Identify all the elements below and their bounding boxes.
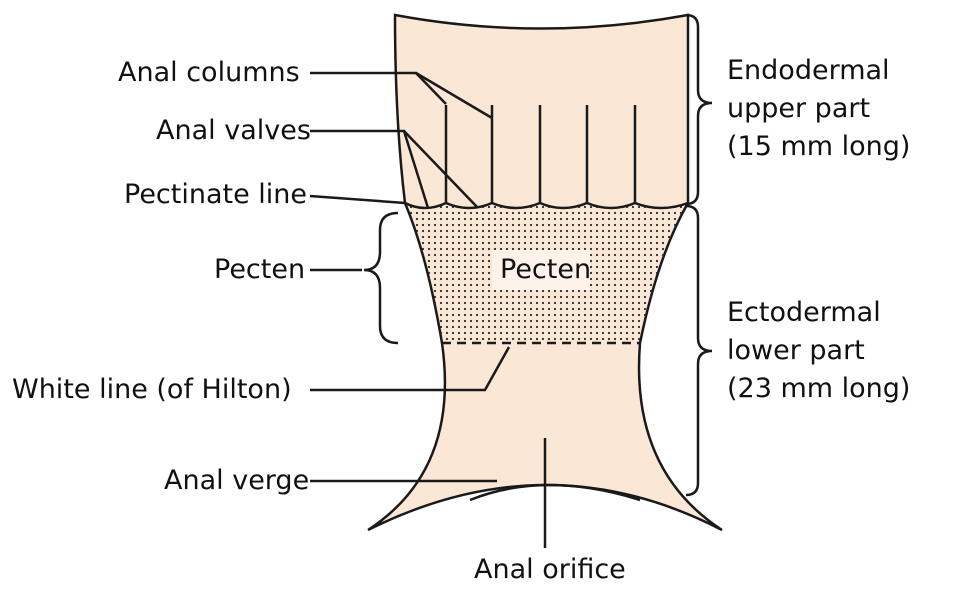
- anal-columns-label: Anal columns: [118, 57, 300, 88]
- upper-part-label: Endodermal upper part (15 mm long): [727, 52, 910, 166]
- anal-verge-curve: [469, 483, 641, 502]
- anal-columns: [444, 105, 637, 203]
- anal-valves-label: Anal valves: [156, 115, 311, 146]
- leader-white-line: [310, 346, 511, 392]
- leader-anal-valves-2: [403, 130, 479, 209]
- pecten-label: Pecten: [214, 254, 306, 285]
- lower-part-line2: lower part: [727, 335, 865, 366]
- anal-orifice-label: Anal orifice: [474, 554, 626, 585]
- pecten-inner-label: Pecten: [500, 254, 592, 285]
- pectinate-line-scallops: [404, 201, 689, 210]
- lower-part-label: Ectodermal lower part (23 mm long): [727, 294, 910, 408]
- lower-part-line1: Ectodermal: [727, 297, 881, 328]
- upper-part-line3: (15 mm long): [727, 131, 911, 162]
- anal-verge-label: Anal verge: [164, 465, 310, 496]
- pecten-inner-label-box: [492, 250, 590, 290]
- pectinate-line-label: Pectinate line: [124, 179, 308, 210]
- leader-pectinate-line: [309, 194, 406, 205]
- leader-anal-columns-2: [415, 71, 493, 120]
- pecten-bracket: [363, 211, 399, 345]
- upper-part-line2: upper part: [727, 93, 871, 124]
- upper-part-bracket: [685, 13, 713, 206]
- lower-part-line3: (23 mm long): [727, 373, 911, 404]
- upper-part-line1: Endodermal: [727, 55, 890, 86]
- white-line-label: White line (of Hilton): [12, 374, 292, 405]
- lower-part-bracket: [685, 204, 713, 497]
